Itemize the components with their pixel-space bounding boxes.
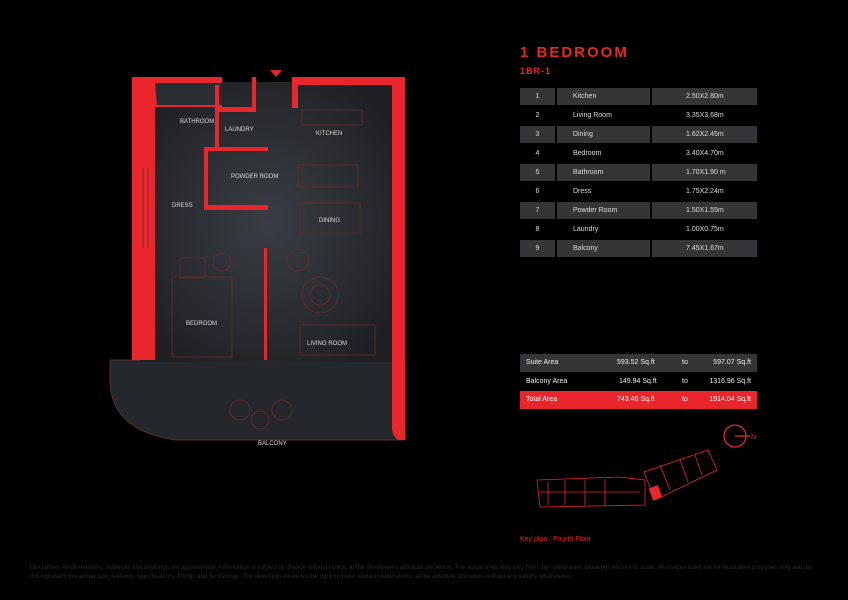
room-no: 7 — [520, 202, 555, 219]
room-row: 8 Laundry 1.00X0.75m — [520, 221, 757, 238]
entrance-marker — [270, 70, 282, 77]
room-row: 6 Dress 1.75X2.24m — [520, 183, 757, 200]
room-name: Bathroom — [557, 164, 650, 181]
wall-left — [132, 77, 222, 360]
area-row-total: Total Area 743.46 Sq.ft to 1914.04 Sq.ft — [520, 391, 757, 409]
room-name: Laundry — [573, 226, 599, 233]
label-dress: DRESS — [172, 203, 193, 209]
room-no: 9 — [520, 240, 555, 257]
unit-title: 1 BEDROOM — [520, 44, 629, 61]
room-name: Dress — [573, 188, 592, 195]
interior-floor — [140, 82, 395, 362]
label-kitchen: KITCHEN — [316, 131, 342, 137]
room-size: 3.40X4.70m — [686, 150, 724, 157]
label-balcony: BALCONY — [258, 441, 287, 447]
room-row: 2 Living Room 3.35X3.68m — [520, 107, 757, 124]
room-no: 1 — [520, 88, 555, 105]
label-powder-room: POWDER ROOM — [231, 174, 278, 180]
area-row: Suite Area 593.52 Sq.ft to 597.07 Sq.ft — [520, 354, 757, 372]
area-to: 597.07 Sq.ft — [713, 359, 751, 366]
area-to-word: to — [682, 396, 688, 403]
room-no: 8 — [535, 226, 540, 233]
room-no: 4 — [535, 150, 540, 157]
room-name: Kitchen — [557, 88, 650, 105]
area-label: Balcony Area — [526, 378, 568, 385]
room-no: 5 — [520, 164, 555, 181]
room-no: 3 — [520, 126, 555, 143]
room-size: 2.50X2.80m — [652, 88, 757, 105]
room-no: 2 — [535, 112, 540, 119]
room-name: Balcony — [557, 240, 650, 257]
compass-label: N — [751, 434, 756, 441]
room-size: 1.70X1.90 m — [652, 164, 757, 181]
disclaimer: Disclaimer: All dimensions, materials an… — [30, 564, 812, 580]
room-name: Powder Room — [557, 202, 650, 219]
label-laundry: LAUNDRY — [225, 127, 254, 133]
room-size: 3.35X3.68m — [686, 112, 724, 119]
area-label: Suite Area — [526, 359, 559, 366]
area-row: Balcony Area 149.94 Sq.ft to 1316.96 Sq.ft — [520, 373, 757, 391]
room-size: 1.75X2.24m — [686, 188, 724, 195]
balcony-area — [109, 359, 406, 441]
area-from: 593.52 Sq.ft — [617, 359, 655, 366]
label-living-room: LIVING ROOM — [307, 341, 347, 347]
area-to: 1316.96 Sq.ft — [709, 378, 751, 385]
key-plan-label: Key plan : Fourth Floor — [520, 536, 592, 543]
room-size: 1.50X1.55m — [652, 202, 757, 219]
label-dining: DINING — [319, 218, 340, 224]
area-from: 149.94 Sq.ft — [619, 378, 657, 385]
room-size: 1.00X0.75m — [686, 226, 724, 233]
label-bedroom: BEDROOM — [186, 321, 217, 327]
furniture — [142, 109, 376, 430]
room-name: Bedroom — [573, 150, 602, 157]
unit-code: 1BR-1 — [520, 66, 552, 76]
area-label: Total Area — [526, 396, 558, 403]
compass-icon — [723, 424, 750, 448]
area-from: 743.46 Sq.ft — [617, 396, 655, 403]
room-size: 7.45X1.67m — [652, 240, 757, 257]
room-no: 6 — [535, 188, 540, 195]
area-to-word: to — [682, 378, 688, 385]
room-size: 1.62X2.45m — [652, 126, 757, 143]
room-name: Dining — [557, 126, 650, 143]
room-name: Living Room — [573, 112, 612, 119]
area-to-word: to — [682, 359, 688, 366]
area-to: 1914.04 Sq.ft — [709, 396, 751, 403]
room-row: 4 Bedroom 3.40X4.70m — [520, 145, 757, 162]
key-plan — [536, 449, 718, 508]
label-bathroom: BATHROOM — [180, 119, 214, 125]
wall-right — [292, 77, 405, 440]
